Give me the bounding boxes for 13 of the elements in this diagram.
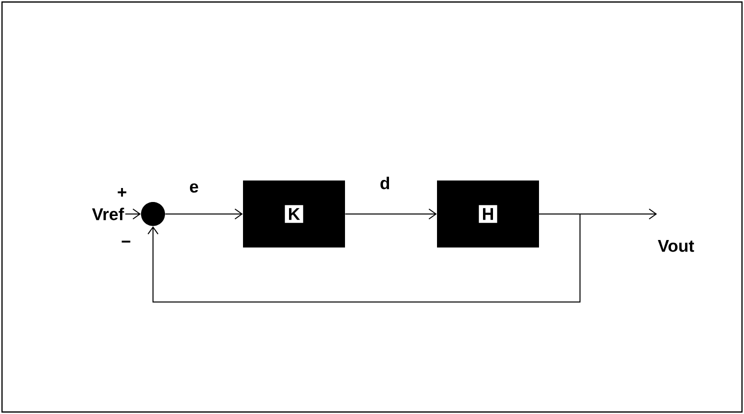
edge-label: e [190,183,198,193]
arrow [148,214,580,302]
summing-junction [141,202,165,226]
signal-label: Vref [92,208,124,220]
sign-label: − [122,240,130,243]
edge-label: d [380,176,390,190]
signal-label: Vout [658,240,694,252]
block-box: K [243,180,345,248]
block-box: H [437,180,539,248]
arrow [164,208,243,220]
sign-label: + [118,188,126,197]
arrow [344,208,437,220]
arrow [124,208,141,220]
